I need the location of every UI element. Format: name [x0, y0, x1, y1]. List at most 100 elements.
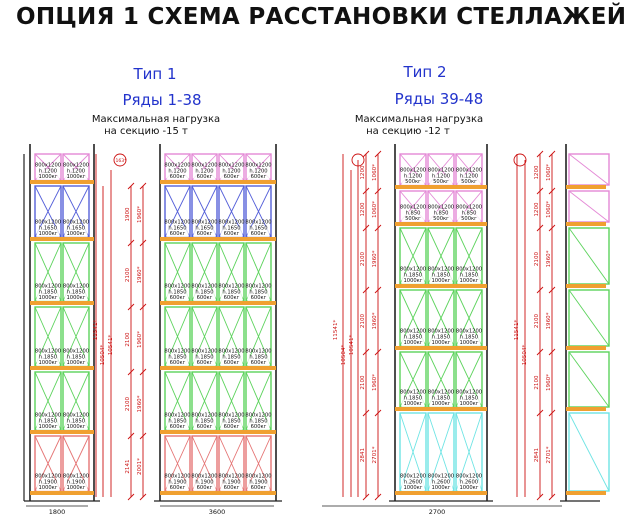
pallet-label-bg	[429, 480, 453, 501]
pallet-label-bg	[36, 355, 60, 376]
rack-beam	[395, 185, 487, 189]
pallet-label: h.2600	[432, 479, 450, 485]
dim-tick	[139, 303, 147, 311]
dim-label: 1200	[360, 165, 366, 180]
pallet-label: 800x1200	[456, 329, 482, 335]
pallet-label: h.1200	[404, 173, 422, 179]
pallet-label-bg	[166, 419, 189, 440]
pallet-label: h.1900	[67, 479, 85, 485]
pallet-label-bg	[401, 174, 425, 195]
dim-tick	[139, 368, 147, 376]
pallet-label: 1000кг	[66, 295, 85, 301]
pallet-label: h.1200	[432, 173, 450, 179]
pallet-label: 500кг	[433, 179, 449, 185]
dim-tick	[127, 303, 135, 311]
dim-tick	[536, 348, 544, 356]
pallet-label: h.1850	[67, 354, 85, 360]
pallet-cross	[568, 412, 610, 492]
dim-tick	[374, 150, 382, 158]
pallet-label: 600кг	[224, 424, 240, 430]
pallet-label: 800x1200	[400, 474, 426, 480]
pallet-label: 800x1200	[218, 220, 244, 226]
pallet-label: h.1850	[249, 354, 267, 360]
dim-label: 2841	[360, 447, 366, 462]
pallet-label-bg	[401, 211, 425, 232]
dim-tick	[139, 493, 147, 501]
pallet-label: 1000кг	[403, 401, 422, 407]
type1-bottom-dim-right: 3600	[209, 508, 226, 516]
dim-label: 2001*	[137, 458, 143, 475]
dim-tick	[536, 493, 544, 501]
rack-beam	[395, 346, 487, 350]
pallet-label: 600кг	[251, 231, 267, 237]
pallet-label: 600кг	[251, 174, 267, 180]
pallet-label: 1000кг	[459, 401, 478, 407]
type2-dim-top-circle-partial	[513, 153, 527, 167]
dim-tick	[374, 409, 382, 417]
pallet-label-bg	[457, 480, 481, 501]
pallet-label: 800x1200	[63, 349, 89, 355]
pallet-label-bg	[36, 290, 60, 311]
pallet-label-bg	[429, 273, 453, 294]
type2-dim-overall: 11541*10504*10541*	[333, 154, 359, 497]
dim-label: 1960*	[372, 312, 378, 329]
type1-dim-right: 1960*1960*1960*1960*2001*	[137, 182, 147, 501]
rack-beam	[566, 284, 606, 288]
dim-tick	[548, 409, 556, 417]
type2-bottom-dim: 2700	[429, 508, 446, 516]
pallet-label: h.1850	[39, 418, 57, 424]
pallet-label: h.1850	[195, 418, 213, 424]
pallet-label-bg	[36, 419, 60, 440]
dim-tick	[548, 493, 556, 501]
pallet-label: h.1650	[195, 225, 213, 231]
type1-dim-overall-a: 10504*	[100, 345, 106, 366]
pallet-label: 600кг	[224, 295, 240, 301]
pallet-label: h.1850	[39, 354, 57, 360]
pallet-label-bg	[220, 480, 243, 501]
dim-tick	[362, 224, 370, 232]
dim-label: 1960*	[372, 250, 378, 267]
pallet-label-bg	[220, 355, 243, 376]
pallet-label: h.1850	[432, 334, 450, 340]
pallet-label: h.1850	[168, 289, 186, 295]
rack-beam	[566, 407, 606, 411]
dim-tick	[536, 150, 544, 158]
pallet-label: h.2600	[404, 479, 422, 485]
dim-label: 1900	[125, 207, 131, 222]
rack-beam	[160, 180, 276, 184]
dim-tick	[362, 348, 370, 356]
pallet-label: 600кг	[197, 424, 213, 430]
type2-rows-label: Ряды 39-48	[395, 90, 484, 108]
pallet-label: 600кг	[170, 424, 186, 430]
dim-label: 1200	[360, 202, 366, 217]
pallet-label-bg	[220, 419, 243, 440]
pallet-label-bg	[457, 174, 481, 195]
dim-tick	[374, 493, 382, 501]
pallet-label: 600кг	[224, 174, 240, 180]
pallet-label: 1000кг	[66, 485, 85, 491]
pallet-label: h.1850	[39, 289, 57, 295]
dim-tick	[548, 224, 556, 232]
pallet-label: 800x1200	[191, 474, 217, 480]
pallet-label: 800x1200	[245, 349, 271, 355]
type1-type-label: Тип 1	[132, 65, 176, 83]
dim-tick	[374, 348, 382, 356]
pallet-label: 1000кг	[38, 424, 57, 430]
pallet-cross	[568, 351, 610, 408]
pallet-label: 800x1200	[400, 267, 426, 273]
pallet-label: 800x1200	[428, 329, 454, 335]
pallet-label-bg	[193, 480, 216, 501]
pallet-label: 800x1200	[456, 390, 482, 396]
dim-label: 1960*	[137, 395, 143, 412]
pallet-label: 800x1200	[164, 284, 190, 290]
dim-tick	[536, 409, 544, 417]
dim-tick	[374, 286, 382, 294]
rack-beam	[566, 491, 606, 495]
dim-tick	[127, 493, 135, 501]
dim-label: 1060*	[372, 201, 378, 218]
pallet-label-bg	[166, 169, 189, 190]
dim-tick	[362, 409, 370, 417]
pallet-label-bg	[64, 480, 88, 501]
type1-dim-top: 163*	[115, 158, 127, 164]
pallet-label: 800x1200	[400, 205, 426, 211]
